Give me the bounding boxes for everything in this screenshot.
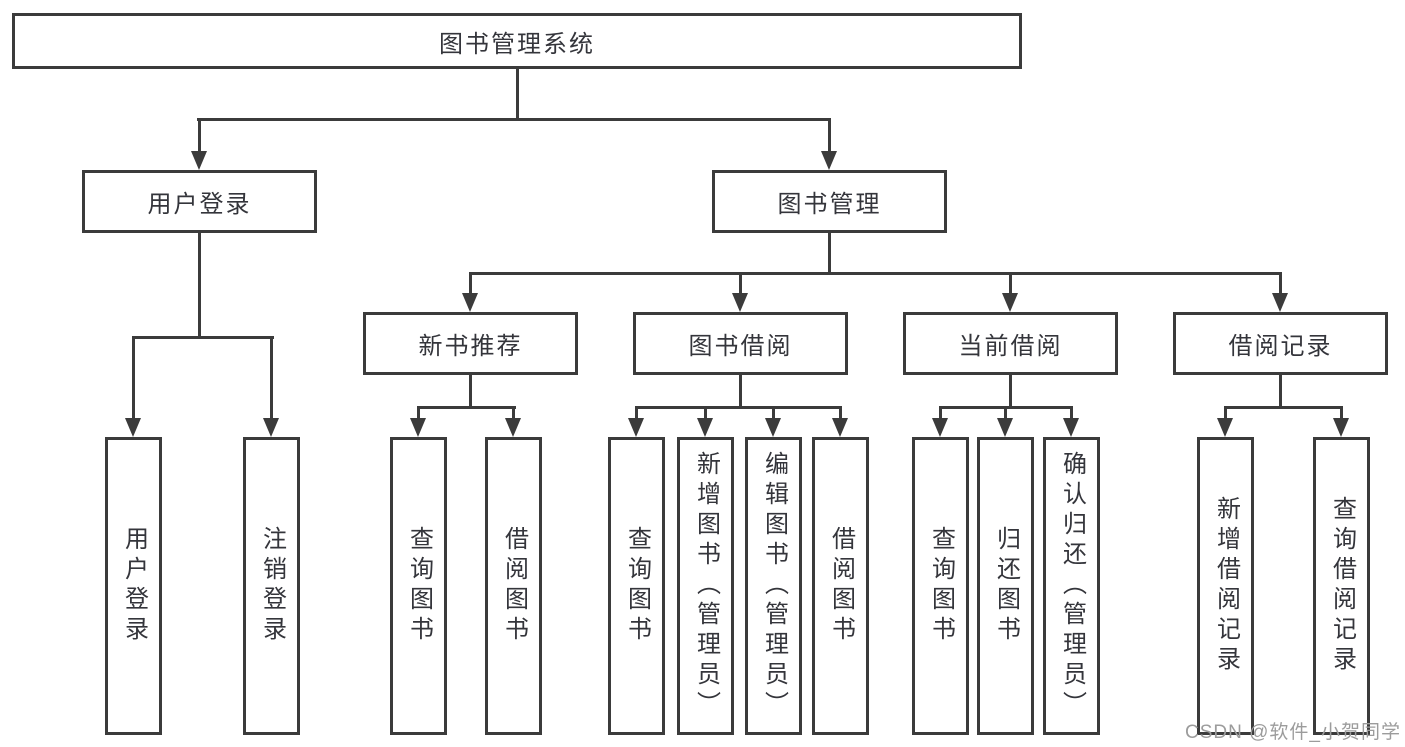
- connector-line: [828, 118, 831, 152]
- node-logout: 注销登录: [243, 437, 300, 735]
- node-query-books-current: 查询图书: [912, 437, 969, 735]
- connector-line: [469, 272, 472, 295]
- node-label: 新增图书（管理员）: [692, 451, 720, 721]
- node-label: 归还图书: [992, 526, 1020, 646]
- arrowhead-down-icon: [125, 418, 141, 437]
- connector-line: [1224, 406, 1227, 421]
- connector-line: [1279, 272, 1282, 295]
- connector-line: [839, 406, 842, 421]
- node-book-management: 图书管理: [712, 170, 947, 233]
- node-query-books-borrowing: 查询图书: [608, 437, 665, 735]
- node-add-borrow-record: 新增借阅记录: [1197, 437, 1254, 735]
- connector-line: [132, 336, 274, 339]
- connector-line: [939, 406, 942, 421]
- node-query-books-recommend: 查询图书: [390, 437, 447, 735]
- arrowhead-down-icon: [1217, 418, 1233, 437]
- node-label: 注销登录: [258, 526, 286, 646]
- connector-line: [1279, 375, 1282, 408]
- arrowhead-down-icon: [732, 293, 748, 312]
- arrowhead-down-icon: [505, 418, 521, 437]
- node-label: 查询图书: [927, 526, 955, 646]
- node-label: 编辑图书（管理员）: [760, 451, 788, 721]
- arrowhead-down-icon: [1272, 293, 1288, 312]
- arrowhead-down-icon: [410, 418, 426, 437]
- node-label: 借阅记录: [1228, 333, 1333, 360]
- connector-line: [469, 272, 1282, 275]
- arrowhead-down-icon: [932, 418, 948, 437]
- node-new-book-recommendation: 新书推荐: [363, 312, 578, 375]
- connector-line: [828, 233, 831, 275]
- node-label: 用户登录: [120, 526, 148, 646]
- connector-line: [417, 406, 516, 409]
- connector-line: [516, 69, 519, 121]
- node-label: 图书借阅: [688, 333, 793, 360]
- node-borrow-books: 借阅图书: [812, 437, 869, 735]
- node-label: 借阅图书: [827, 526, 855, 646]
- node-query-borrow-record: 查询借阅记录: [1313, 437, 1370, 735]
- node-label: 图书管理: [777, 191, 882, 218]
- connector-line: [635, 406, 842, 409]
- node-book-borrowing: 图书借阅: [633, 312, 848, 375]
- node-label: 借阅图书: [500, 526, 528, 646]
- arrowhead-down-icon: [1063, 418, 1079, 437]
- node-add-books-admin: 新增图书（管理员）: [677, 437, 734, 735]
- connector-line: [1009, 272, 1012, 295]
- arrowhead-down-icon: [191, 151, 207, 170]
- connector-line: [270, 336, 273, 420]
- node-current-borrowing: 当前借阅: [903, 312, 1118, 375]
- connector-line: [417, 406, 420, 421]
- connector-line: [1009, 375, 1012, 408]
- arrowhead-down-icon: [462, 293, 478, 312]
- connector-line: [739, 272, 742, 295]
- node-label: 用户登录: [147, 191, 252, 218]
- arrowhead-down-icon: [697, 418, 713, 437]
- node-borrow-books-recommend: 借阅图书: [485, 437, 542, 735]
- arrowhead-down-icon: [765, 418, 781, 437]
- connector-line: [1070, 406, 1073, 421]
- connector-line: [198, 233, 201, 339]
- connector-line: [469, 375, 472, 408]
- node-label: 查询借阅记录: [1328, 496, 1356, 676]
- arrowhead-down-icon: [997, 418, 1013, 437]
- node-user-login: 用户登录: [105, 437, 162, 735]
- node-edit-books-admin: 编辑图书（管理员）: [745, 437, 802, 735]
- node-borrowing-records: 借阅记录: [1173, 312, 1388, 375]
- connector-line: [739, 375, 742, 408]
- arrowhead-down-icon: [821, 151, 837, 170]
- node-label: 新书推荐: [418, 333, 523, 360]
- arrowhead-down-icon: [263, 418, 279, 437]
- arrowhead-down-icon: [832, 418, 848, 437]
- connector-line: [197, 118, 831, 121]
- node-return-books: 归还图书: [977, 437, 1034, 735]
- node-library-management-system: 图书管理系统: [12, 13, 1022, 69]
- node-label: 图书管理系统: [439, 30, 595, 58]
- connector-line: [132, 336, 135, 420]
- node-label: 查询图书: [623, 526, 651, 646]
- connector-line: [1340, 406, 1343, 421]
- connector-line: [512, 406, 515, 421]
- connector-line: [704, 406, 707, 421]
- node-user-login-group: 用户登录: [82, 170, 317, 233]
- node-label: 当前借阅: [958, 333, 1063, 360]
- node-label: 查询图书: [405, 526, 433, 646]
- arrowhead-down-icon: [628, 418, 644, 437]
- connector-line: [1004, 406, 1007, 421]
- connector-line: [772, 406, 775, 421]
- connector-line: [198, 118, 201, 152]
- node-label: 确认归还（管理员）: [1058, 451, 1086, 721]
- node-confirm-return-admin: 确认归还（管理员）: [1043, 437, 1100, 735]
- arrowhead-down-icon: [1333, 418, 1349, 437]
- watermark: CSDN @软件_小贺同学: [1185, 722, 1401, 743]
- connector-line: [1224, 406, 1343, 409]
- arrowhead-down-icon: [1002, 293, 1018, 312]
- node-label: 新增借阅记录: [1212, 496, 1240, 676]
- connector-line: [635, 406, 638, 421]
